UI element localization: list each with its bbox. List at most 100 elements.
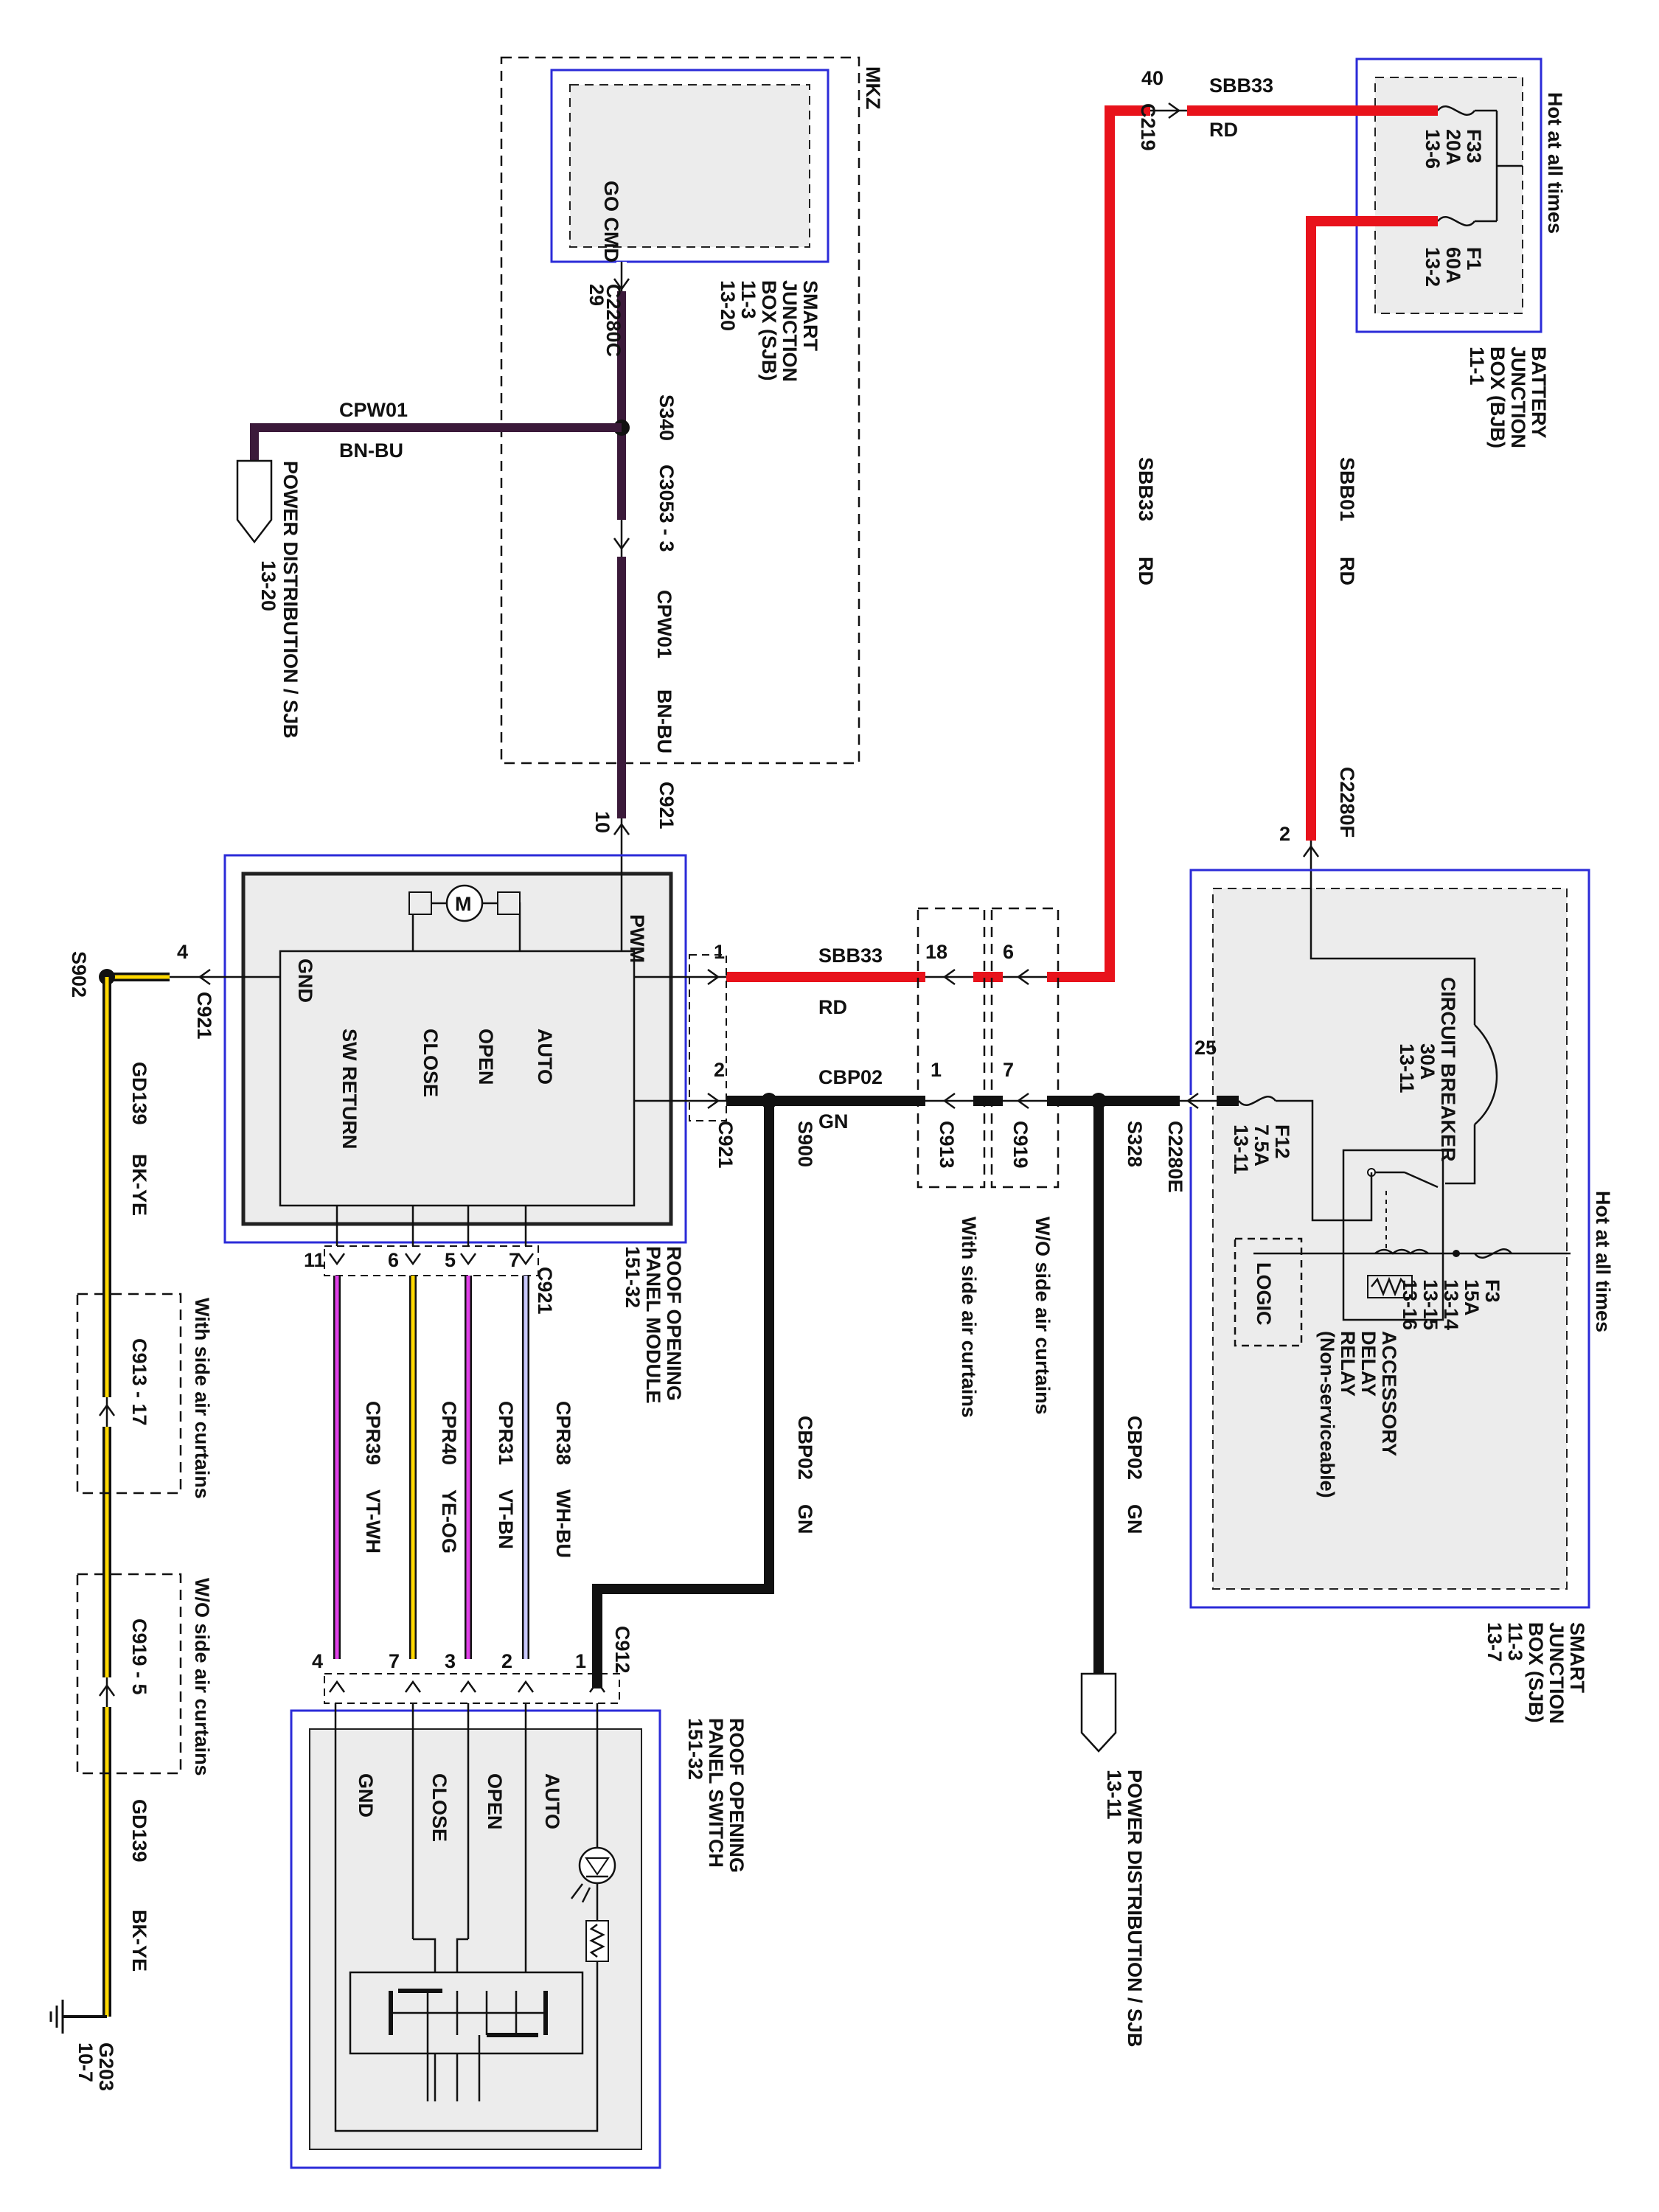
c2280e-label: C2280E	[1164, 1121, 1186, 1193]
fuse-f3-label: F3 15A 13-14 13-15 13-16	[1399, 1279, 1503, 1330]
connector-arrow	[98, 1403, 116, 1416]
gn-mid-label: GN	[818, 1110, 849, 1133]
rd-top-label: RD	[1209, 119, 1238, 141]
svg-text:4: 4	[312, 1650, 323, 1672]
sjb-top-label: SMART JUNCTION BOX (SJB) 11-3 13-20	[717, 280, 821, 382]
fuse-f12-symbol	[1238, 1096, 1276, 1106]
svg-text:CIRCUIT BREAKER: CIRCUIT BREAKER	[1437, 977, 1459, 1162]
c919-5-label: C919 - 5	[128, 1618, 150, 1695]
svg-text:BATTERY: BATTERY	[1528, 347, 1550, 439]
svg-text:ACCESSORY: ACCESSORY	[1378, 1331, 1400, 1456]
module-pin-2: 2	[714, 1059, 725, 1081]
with-curtains-note-2: With side air curtains	[191, 1298, 213, 1499]
svg-text:F3: F3	[1481, 1279, 1503, 1303]
svg-text:CLOSE: CLOSE	[428, 1773, 451, 1842]
sbb33-wire	[726, 105, 1438, 982]
cpw01-label: CPW01	[339, 399, 408, 421]
svg-text:11-3: 11-3	[737, 280, 759, 319]
wh-bu-label: WH-BU	[552, 1489, 574, 1558]
svg-text:SMART: SMART	[799, 280, 821, 351]
relay-coil	[1374, 1248, 1429, 1255]
fuse-f3-symbol	[1474, 1248, 1512, 1259]
svg-text:6: 6	[388, 1249, 399, 1271]
g203-page: 10-7	[74, 2042, 97, 2082]
s900-label: S900	[794, 1121, 816, 1167]
gd139-top-label: GD139	[128, 1062, 150, 1125]
svg-text:F33: F33	[1463, 129, 1485, 164]
circuit-breaker-label: CIRCUIT BREAKER 30A 13-11	[1396, 977, 1459, 1162]
wo-curtains-note-1: W/O side air curtains	[1032, 1217, 1054, 1415]
accessory-delay-relay[interactable]	[1342, 1149, 1444, 1321]
fuse-f33-symbol	[1437, 105, 1475, 116]
svg-text:ROOF OPENING: ROOF OPENING	[726, 1718, 748, 1873]
module-pin-close: CLOSE	[420, 1029, 442, 1097]
c921-dashed	[689, 954, 727, 1121]
vt-wh-label: VT-WH	[362, 1489, 384, 1554]
fuse-f12-label: F12 7.5A 13-11	[1230, 1124, 1293, 1175]
cbp02-wire-to-switch	[592, 1101, 774, 1688]
relay-resistor	[1371, 1276, 1408, 1297]
rd-mid-label: RD	[818, 996, 847, 1018]
sbb33-mid-label: SBB33	[818, 945, 883, 967]
c913-17-dashed-box	[76, 1293, 182, 1495]
connector-arrow	[613, 278, 630, 291]
c3053-label: C3053 - 3	[655, 465, 678, 552]
bjb-box	[1355, 58, 1543, 333]
power-dist-top-page: 13-20	[257, 560, 279, 611]
connector-arrow	[1168, 102, 1181, 119]
roof-switch-box	[290, 1709, 661, 2169]
svg-text:30A: 30A	[1416, 1043, 1439, 1080]
svg-text:JUNCTION: JUNCTION	[1507, 347, 1529, 448]
rd-vertical-label-1: RD	[1135, 557, 1157, 585]
svg-text:13-11: 13-11	[1230, 1124, 1252, 1175]
module-pin-4: 4	[177, 941, 188, 963]
module-pin-gnd: GND	[294, 959, 316, 1003]
hot-sjb-label: Hot at all times	[1592, 1191, 1614, 1332]
pin-10: 10	[591, 811, 613, 833]
svg-text:BOX (BJB): BOX (BJB)	[1486, 347, 1509, 448]
svg-text:13-20: 13-20	[717, 280, 739, 331]
connector-arrow	[942, 1092, 956, 1110]
cpr39-label: CPR39	[362, 1401, 384, 1465]
power-dist-bottom-label: POWER DISTRIBUTION / SJB	[1124, 1770, 1146, 2048]
sjb-top-inner	[569, 84, 810, 248]
pin-29: 29	[585, 284, 608, 306]
svg-text:13-15: 13-15	[1419, 1279, 1441, 1330]
svg-text:PANEL MODULE: PANEL MODULE	[642, 1246, 664, 1404]
sbb33-top-label: SBB33	[1209, 74, 1273, 97]
sjb-top-box	[550, 69, 830, 263]
bk-ye-bottom-label: BK-YE	[128, 1910, 150, 1972]
connector-arrow	[613, 538, 630, 551]
s902-label: S902	[68, 951, 90, 998]
svg-text:ROOF OPENING: ROOF OPENING	[663, 1246, 685, 1401]
svg-text:11-1: 11-1	[1466, 347, 1488, 386]
pin-7: 7	[1003, 1059, 1014, 1081]
pin-2-f: 2	[1279, 823, 1290, 845]
switch-resistor	[585, 1920, 609, 1962]
fuse-f33-label: F33 20A 13-6	[1422, 129, 1485, 169]
svg-text:F1: F1	[1463, 247, 1485, 271]
connector-arrow	[1016, 1092, 1029, 1110]
mkz-dashed-boundary	[500, 56, 860, 765]
svg-text:BOX (SJB): BOX (SJB)	[1525, 1622, 1547, 1723]
c913-dashed-box	[917, 907, 986, 1189]
pin-40: 40	[1141, 67, 1164, 89]
connector-arrow	[707, 1092, 720, 1110]
svg-text:PANEL SWITCH: PANEL SWITCH	[705, 1718, 727, 1868]
c919-5-dashed-box	[76, 1573, 182, 1775]
svg-text:3: 3	[445, 1650, 456, 1672]
power-dist-top-label: POWER DISTRIBUTION / SJB	[279, 461, 302, 739]
cpr31-label: CPR31	[495, 1401, 517, 1465]
sbb01-wire	[1306, 216, 1438, 848]
gd139-bottom-label: GD139	[128, 1799, 150, 1863]
svg-text:M: M	[455, 893, 472, 915]
svg-text:11-3: 11-3	[1504, 1622, 1526, 1661]
c921-bottom-label: C921	[534, 1267, 556, 1315]
svg-text:5: 5	[445, 1249, 456, 1271]
svg-text:13-16: 13-16	[1399, 1279, 1421, 1330]
pin-6: 6	[1003, 941, 1014, 963]
cb-wire	[1310, 877, 1476, 1025]
c921-bottom-dashed	[324, 1245, 539, 1276]
power-dist-sjb-top-terminal	[236, 459, 273, 544]
